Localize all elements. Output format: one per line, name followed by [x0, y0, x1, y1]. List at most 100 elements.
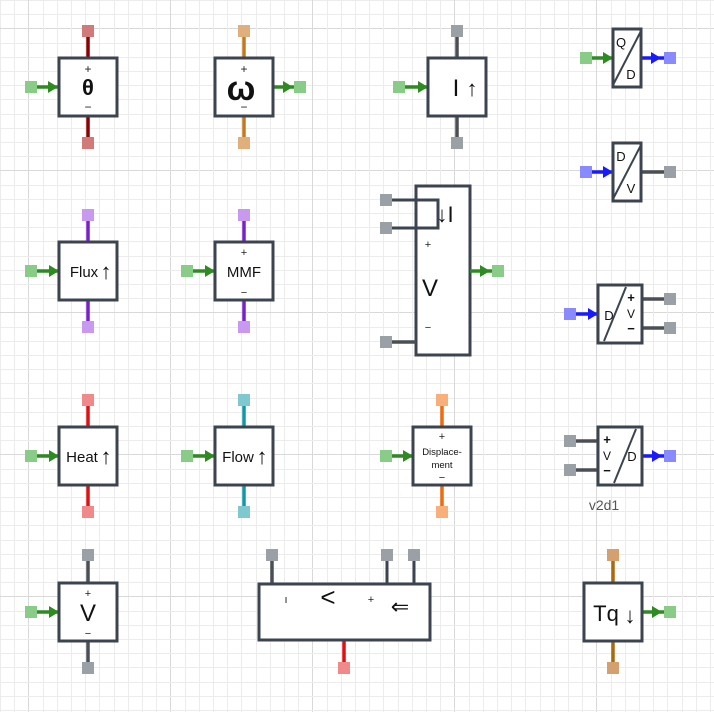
flux-bottom-port[interactable] [82, 321, 94, 333]
compare-left-sign: ı [284, 594, 287, 606]
v2d-v: V [603, 449, 611, 463]
d2v-output-port[interactable] [664, 166, 676, 178]
current-top-port[interactable] [451, 25, 463, 37]
compare-bottom-port[interactable] [338, 662, 350, 674]
torque-box[interactable] [582, 581, 644, 643]
q2d-block[interactable]: Q D [580, 27, 676, 89]
torque-bottom-port[interactable] [607, 662, 619, 674]
d2v-top: D [616, 149, 625, 164]
voltage-bottom-port[interactable] [82, 662, 94, 674]
voltage-box[interactable] [57, 581, 119, 643]
theta-minus: − [84, 100, 91, 114]
v2d-plus-port[interactable] [564, 435, 576, 447]
flow-block[interactable]: Flow ↑ [181, 394, 275, 518]
torque-top-port[interactable] [607, 549, 619, 561]
flow-input-arrow [205, 450, 215, 462]
theta-block[interactable]: + θ − [25, 25, 119, 149]
theta-top-port[interactable] [82, 25, 94, 37]
current-input-port[interactable] [393, 81, 405, 93]
vsensor-output-port[interactable] [492, 265, 504, 277]
compare-box[interactable] [257, 582, 432, 642]
flow-arrow: ↑ [257, 444, 268, 469]
compare-right-port-a[interactable] [381, 549, 393, 561]
flow-top-port[interactable] [238, 394, 250, 406]
q2d-input-arrow [603, 52, 613, 64]
theta-box[interactable] [57, 56, 119, 118]
mmf-block[interactable]: + MMF − [181, 209, 275, 333]
vsensor-loop-top-port[interactable] [380, 194, 392, 206]
q2d-output-port[interactable] [664, 52, 676, 64]
dv-box[interactable] [596, 283, 644, 345]
vsensor-block[interactable]: ↓I + V − [380, 184, 504, 357]
flow-bottom-port[interactable] [238, 506, 250, 518]
v2d-box[interactable] [596, 425, 644, 487]
v2d-output-arrow [652, 450, 662, 462]
compare-left-port[interactable] [266, 549, 278, 561]
heat-box[interactable] [57, 425, 119, 487]
torque-block[interactable]: Tq ↓ [582, 549, 676, 674]
dv-minus-port[interactable] [664, 322, 676, 334]
voltage-block[interactable]: + V − [25, 549, 119, 674]
current-box[interactable] [426, 56, 488, 118]
heat-top-port[interactable] [82, 394, 94, 406]
dv-split-block[interactable]: D + V − [564, 283, 676, 345]
flux-input-port[interactable] [25, 265, 37, 277]
dv-input-arrow [588, 308, 598, 320]
omega-box[interactable] [213, 56, 275, 118]
mmf-top-port[interactable] [238, 209, 250, 221]
q2d-divider [612, 30, 642, 86]
voltage-input-arrow [49, 606, 59, 618]
flow-box[interactable] [213, 425, 275, 487]
v2d-minus-port[interactable] [564, 464, 576, 476]
omega-output-port[interactable] [294, 81, 306, 93]
flux-block[interactable]: Flux ↑ [25, 209, 119, 333]
heat-bottom-port[interactable] [82, 506, 94, 518]
flux-box[interactable] [57, 240, 119, 302]
heat-block[interactable]: Heat ↑ [25, 394, 119, 518]
dv-plus-port[interactable] [664, 293, 676, 305]
d2v-block[interactable]: D V [580, 141, 676, 203]
heat-arrow: ↑ [101, 444, 112, 469]
d2v-input-port[interactable] [580, 166, 592, 178]
d2v-input-arrow [603, 166, 613, 178]
compare-right-symbol: ⇐ [391, 594, 409, 619]
current-arrow: ↑ [467, 76, 478, 101]
torque-label: Tq [593, 601, 619, 626]
voltage-input-port[interactable] [25, 606, 37, 618]
flux-top-port[interactable] [82, 209, 94, 221]
vsensor-bottom-port[interactable] [380, 336, 392, 348]
omega-bottom-port[interactable] [238, 137, 250, 149]
vsensor-current-loop [386, 198, 440, 230]
torque-arrow: ↓ [625, 603, 636, 628]
v2d-output-port[interactable] [664, 450, 676, 462]
mmf-bottom-port[interactable] [238, 321, 250, 333]
theta-plus: + [84, 62, 91, 76]
displacement-box[interactable] [411, 425, 473, 487]
torque-output-port[interactable] [664, 606, 676, 618]
q2d-input-port[interactable] [580, 52, 592, 64]
displacement-bottom-port[interactable] [436, 506, 448, 518]
voltage-top-port[interactable] [82, 549, 94, 561]
compare-right-port-b[interactable] [408, 549, 420, 561]
vsensor-box[interactable] [414, 184, 472, 357]
current-bottom-port[interactable] [451, 137, 463, 149]
theta-input-port[interactable] [25, 81, 37, 93]
theta-bottom-port[interactable] [82, 137, 94, 149]
compare-block[interactable]: ı < + ⇐ [257, 549, 432, 674]
displacement-input-port[interactable] [380, 450, 392, 462]
flux-input-arrow [49, 265, 59, 277]
v2d-block[interactable]: + V − D v2d1 [564, 425, 676, 513]
omega-block[interactable]: + ω − [213, 25, 306, 149]
flow-input-port[interactable] [181, 450, 193, 462]
vsensor-output-arrow [480, 265, 490, 277]
displacement-top-port[interactable] [436, 394, 448, 406]
displacement-block[interactable]: + Displace- ment − [380, 394, 473, 518]
vsensor-loop-bottom-port[interactable] [380, 222, 392, 234]
omega-top-port[interactable] [238, 25, 250, 37]
heat-input-port[interactable] [25, 450, 37, 462]
mmf-box[interactable] [213, 240, 275, 302]
current-block[interactable]: I ↑ [393, 25, 488, 149]
dv-input-port[interactable] [564, 308, 576, 320]
mmf-input-port[interactable] [181, 265, 193, 277]
theta-label: θ [82, 75, 94, 100]
